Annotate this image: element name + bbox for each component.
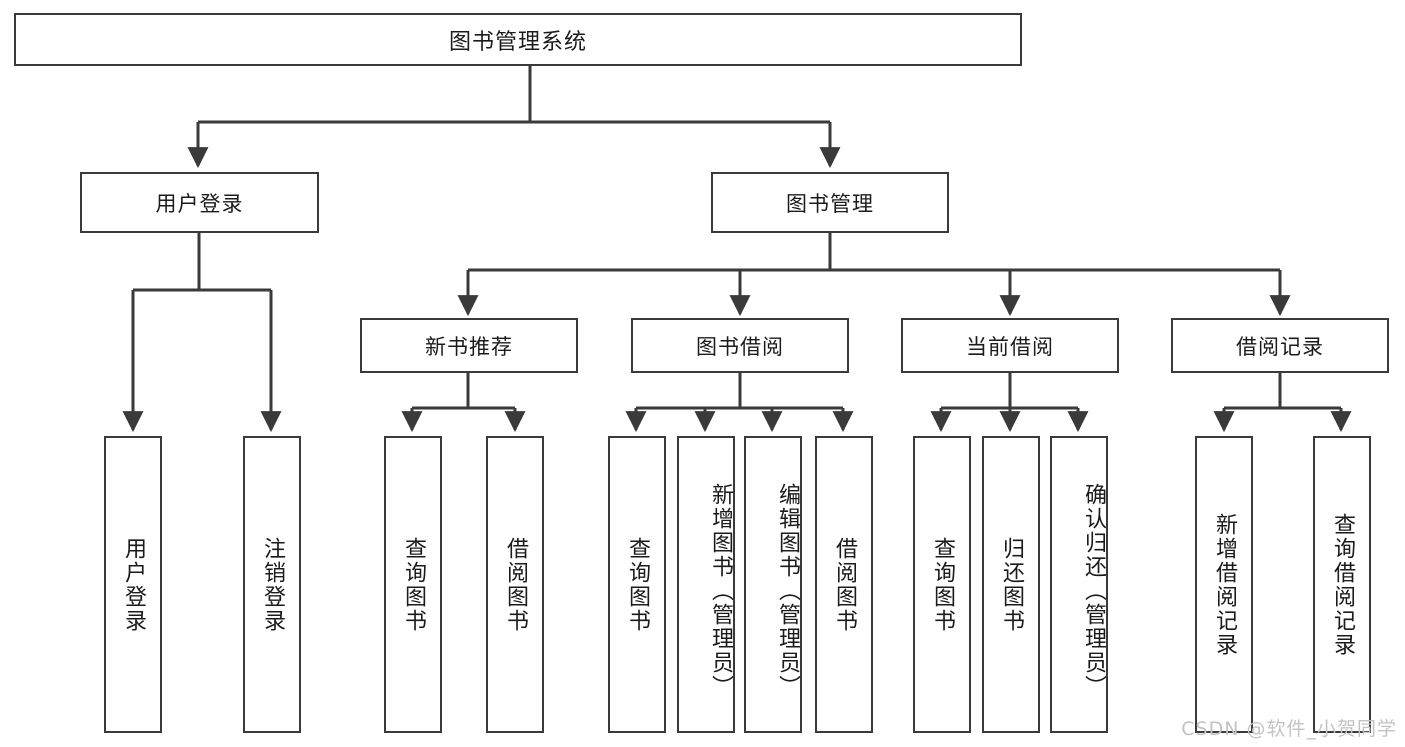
leaf-label: 用户登录 xyxy=(120,536,146,633)
node-label: 图书管理系统 xyxy=(448,29,587,55)
node-label: 图书借阅 xyxy=(696,334,784,359)
node-label: 当前借阅 xyxy=(966,334,1054,359)
leaf-borrow-record-add[interactable]: 新增借阅记录 xyxy=(1195,436,1253,733)
node-book-management[interactable]: 图书管理 xyxy=(711,172,949,233)
leaf-label: 注销登录 xyxy=(259,536,285,633)
node-user-login[interactable]: 用户登录 xyxy=(80,172,319,233)
leaf-book-borrow-borrow[interactable]: 借阅图书 xyxy=(815,436,873,733)
csdn-watermark: CSDN @软件_小贺同学 xyxy=(1181,718,1397,740)
leaf-label: 查询图书 xyxy=(624,536,650,633)
leaf-user-login-logout[interactable]: 注销登录 xyxy=(243,436,301,733)
node-label: 借阅记录 xyxy=(1236,334,1324,359)
leaf-label: 查询借阅记录 xyxy=(1329,512,1355,657)
leaf-new-book-query[interactable]: 查询图书 xyxy=(384,436,442,733)
leaf-book-borrow-add[interactable]: 新增图书（管理员） xyxy=(677,436,735,733)
leaf-label: 查询图书 xyxy=(929,536,955,633)
leaf-book-borrow-edit[interactable]: 编辑图书（管理员） xyxy=(744,436,802,733)
leaf-book-borrow-query[interactable]: 查询图书 xyxy=(608,436,666,733)
node-borrow-record[interactable]: 借阅记录 xyxy=(1171,318,1389,373)
leaf-new-book-borrow[interactable]: 借阅图书 xyxy=(486,436,544,733)
leaf-current-borrow-confirm-return[interactable]: 确认归还（管理员） xyxy=(1050,436,1108,733)
leaf-label: 编辑图书（管理员） xyxy=(775,482,800,699)
node-book-borrow[interactable]: 图书借阅 xyxy=(631,318,849,373)
leaf-label: 借阅图书 xyxy=(502,536,528,633)
leaf-borrow-record-query[interactable]: 查询借阅记录 xyxy=(1313,436,1371,733)
leaf-label: 新增图书（管理员） xyxy=(708,482,733,699)
node-root-system[interactable]: 图书管理系统 xyxy=(14,13,1022,66)
leaf-current-borrow-query[interactable]: 查询图书 xyxy=(913,436,971,733)
leaf-user-login-login[interactable]: 用户登录 xyxy=(104,436,162,733)
leaf-label: 新增借阅记录 xyxy=(1211,512,1237,657)
leaf-current-borrow-return[interactable]: 归还图书 xyxy=(982,436,1040,733)
leaf-label: 确认归还（管理员） xyxy=(1081,482,1106,699)
leaf-label: 借阅图书 xyxy=(831,536,857,633)
leaf-label: 查询图书 xyxy=(400,536,426,633)
node-current-borrow[interactable]: 当前借阅 xyxy=(901,318,1119,373)
node-new-book-recommend[interactable]: 新书推荐 xyxy=(360,318,578,373)
leaf-label: 归还图书 xyxy=(998,536,1024,633)
node-label: 新书推荐 xyxy=(425,334,513,359)
node-label: 图书管理 xyxy=(786,191,874,216)
node-label: 用户登录 xyxy=(155,191,244,216)
